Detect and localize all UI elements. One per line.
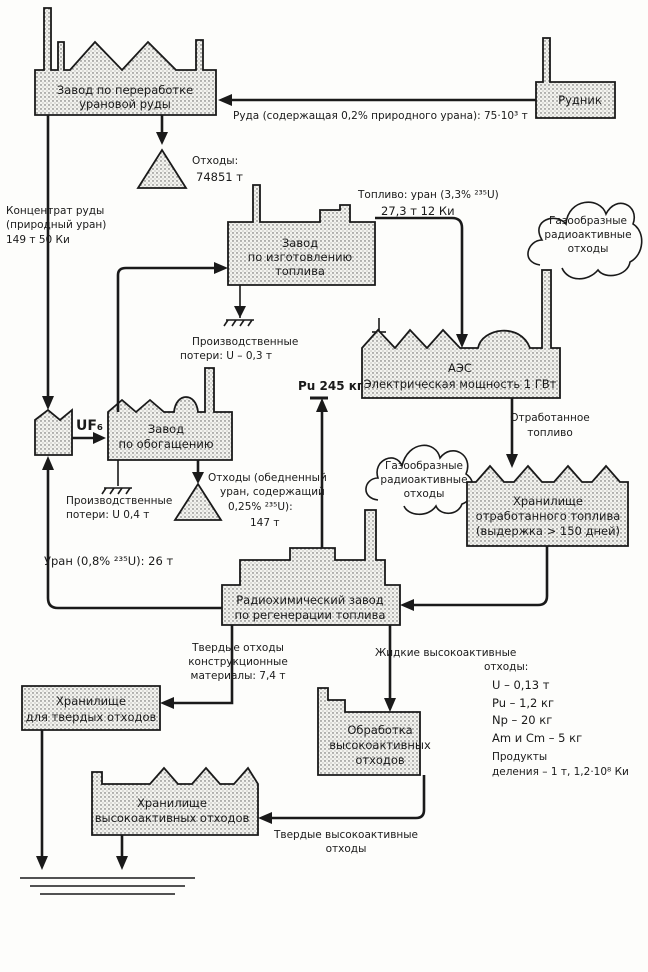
flow-lines [36,94,549,870]
enrich-losses-line1: Производственные [66,495,172,507]
plant-gas-line3: отходы [404,488,445,500]
hla-treat-line3: отходов [355,753,405,767]
hla-treat-line2: высокоактивных [329,738,431,752]
liquid-waste-line1: Жидкие высокоактивные [375,647,516,659]
spent-storage: Хранилище отработанного топлива (выдержк… [466,464,629,547]
npp-line1: АЭС [448,361,472,375]
liquid-waste-line2: отходы: [484,661,528,673]
fuel-plant: Завод по изготовлению топлива [227,184,376,286]
fuel-plant-line1: Завод [282,236,318,250]
liquid-item-fission: деления – 1 т, 1,2·10⁸ Ки [492,766,629,778]
enrich-waste-pile [173,482,223,521]
ore-flow-label: Руда (содержащая 0,2% природного урана):… [233,110,528,122]
fuel-losses-line1: Производственные [192,336,298,348]
enrich-waste-line1: Отходы (обедненный [208,472,327,484]
npp-gas-cloud [527,201,643,280]
plant-gas-cloud [365,444,474,516]
spent-storage-line1: Хранилище [513,494,583,508]
spent-fuel-line1: Отработанное [510,412,590,424]
npp: АЭС Электрическая мощность 1 ГВт [361,269,561,399]
npp-gas-line3: отходы [568,243,609,255]
npp-gas-line2: радиоактивные [544,229,631,241]
enrich-losses-line2: потери: U 0,4 т [66,509,149,521]
solid-storage-line2: для твердых отходов [26,710,157,724]
enrich-waste-line4: 147 т [250,517,280,529]
hla-treat: Обработка высокоактивных отходов [317,687,431,776]
enrich-plant-line1: Завод [148,422,184,436]
pu-label: Pu 245 кг [298,379,363,393]
uranium-return-label: Уран (0,8% ²³⁵U): 26 т [44,554,173,568]
ore-plant-line1: Завод по переработке [57,83,193,97]
spent-storage-line2: отработанного топлива [476,509,621,523]
solid-hla-line1: Твердые высокоактивные [273,829,418,841]
solid-hla-line2: отходы [326,843,367,855]
ore-plant-line2: урановой руды [79,97,171,111]
npp-line2: Электрическая мощность 1 ГВт [364,377,557,391]
spent-storage-line3: (выдержка > 150 дней) [476,524,620,538]
liquid-item-np: Np – 20 кг [492,713,552,727]
solid-waste-line3: материалы: 7,4 т [191,670,286,682]
fuel-plant-line3: топлива [275,264,325,278]
radiochem-line1: Радиохимический завод [236,593,384,607]
fuel-losses-line2: потери: U – 0,3 т [180,350,272,362]
enrich-waste-line2: уран, содержащий [220,486,325,498]
fuel-plant-line2: по изготовлению [248,250,353,264]
liquid-item-pu: Pu – 1,2 кг [492,696,554,710]
fuel-line2: 27,3 т 12 Ки [381,204,455,218]
ore-plant: Завод по переработке урановой руды [34,7,217,116]
enrich-plant: Завод по обогащению [107,367,233,461]
spent-fuel-line2: топливо [527,427,573,439]
mine-label: Рудник [558,93,602,107]
hla-treat-line1: Обработка [347,723,412,737]
mine: Рудник [535,37,616,119]
npp-gas-line1: Газообразные [549,215,627,227]
liquid-item-products: Продукты [492,751,547,763]
solid-waste-line2: конструкционные [188,656,288,668]
liquid-item-am: Am и Cm – 5 кг [492,731,582,745]
plant-gas-line2: радиоактивные [380,474,467,486]
ore-waste-line1: Отходы: [192,155,238,167]
hla-storage-line1: Хранилище [137,796,207,810]
uf6-box [34,408,73,456]
concentrate-line1: Концентрат руды [6,205,104,217]
fuel-plant-ground [223,285,254,327]
enrich-plant-line2: по обогащению [118,437,213,451]
liquid-item-u: U – 0,13 т [492,678,550,692]
ground-water [20,877,195,895]
concentrate-line2: (природный уран) [6,219,106,231]
radiochem-plant: Радиохимический завод по регенерации топ… [221,509,401,626]
enrich-waste-line3: 0,25% ²³⁵U): [228,501,293,513]
uf6-label: UF₆ [76,418,103,434]
hla-storage: Хранилище высокоактивных отходов [91,766,259,836]
plant-gas-line1: Газообразные [385,460,463,472]
solid-storage: Хранилище для твердых отходов [21,685,161,731]
concentrate-line3: 149 т 50 Ки [6,234,70,246]
hla-storage-line2: высокоактивных отходов [95,811,250,825]
radiochem-line2: по регенерации топлива [235,608,386,622]
solid-storage-line1: Хранилище [56,694,126,708]
fuel-line1: Топливо: уран (3,3% ²³⁵U) [357,189,499,201]
ore-waste-line2: 74851 т [196,170,243,184]
enrich-plant-ground [101,460,132,495]
ore-waste-pile [136,148,188,189]
solid-waste-line1: Твердые отходы [191,642,284,654]
